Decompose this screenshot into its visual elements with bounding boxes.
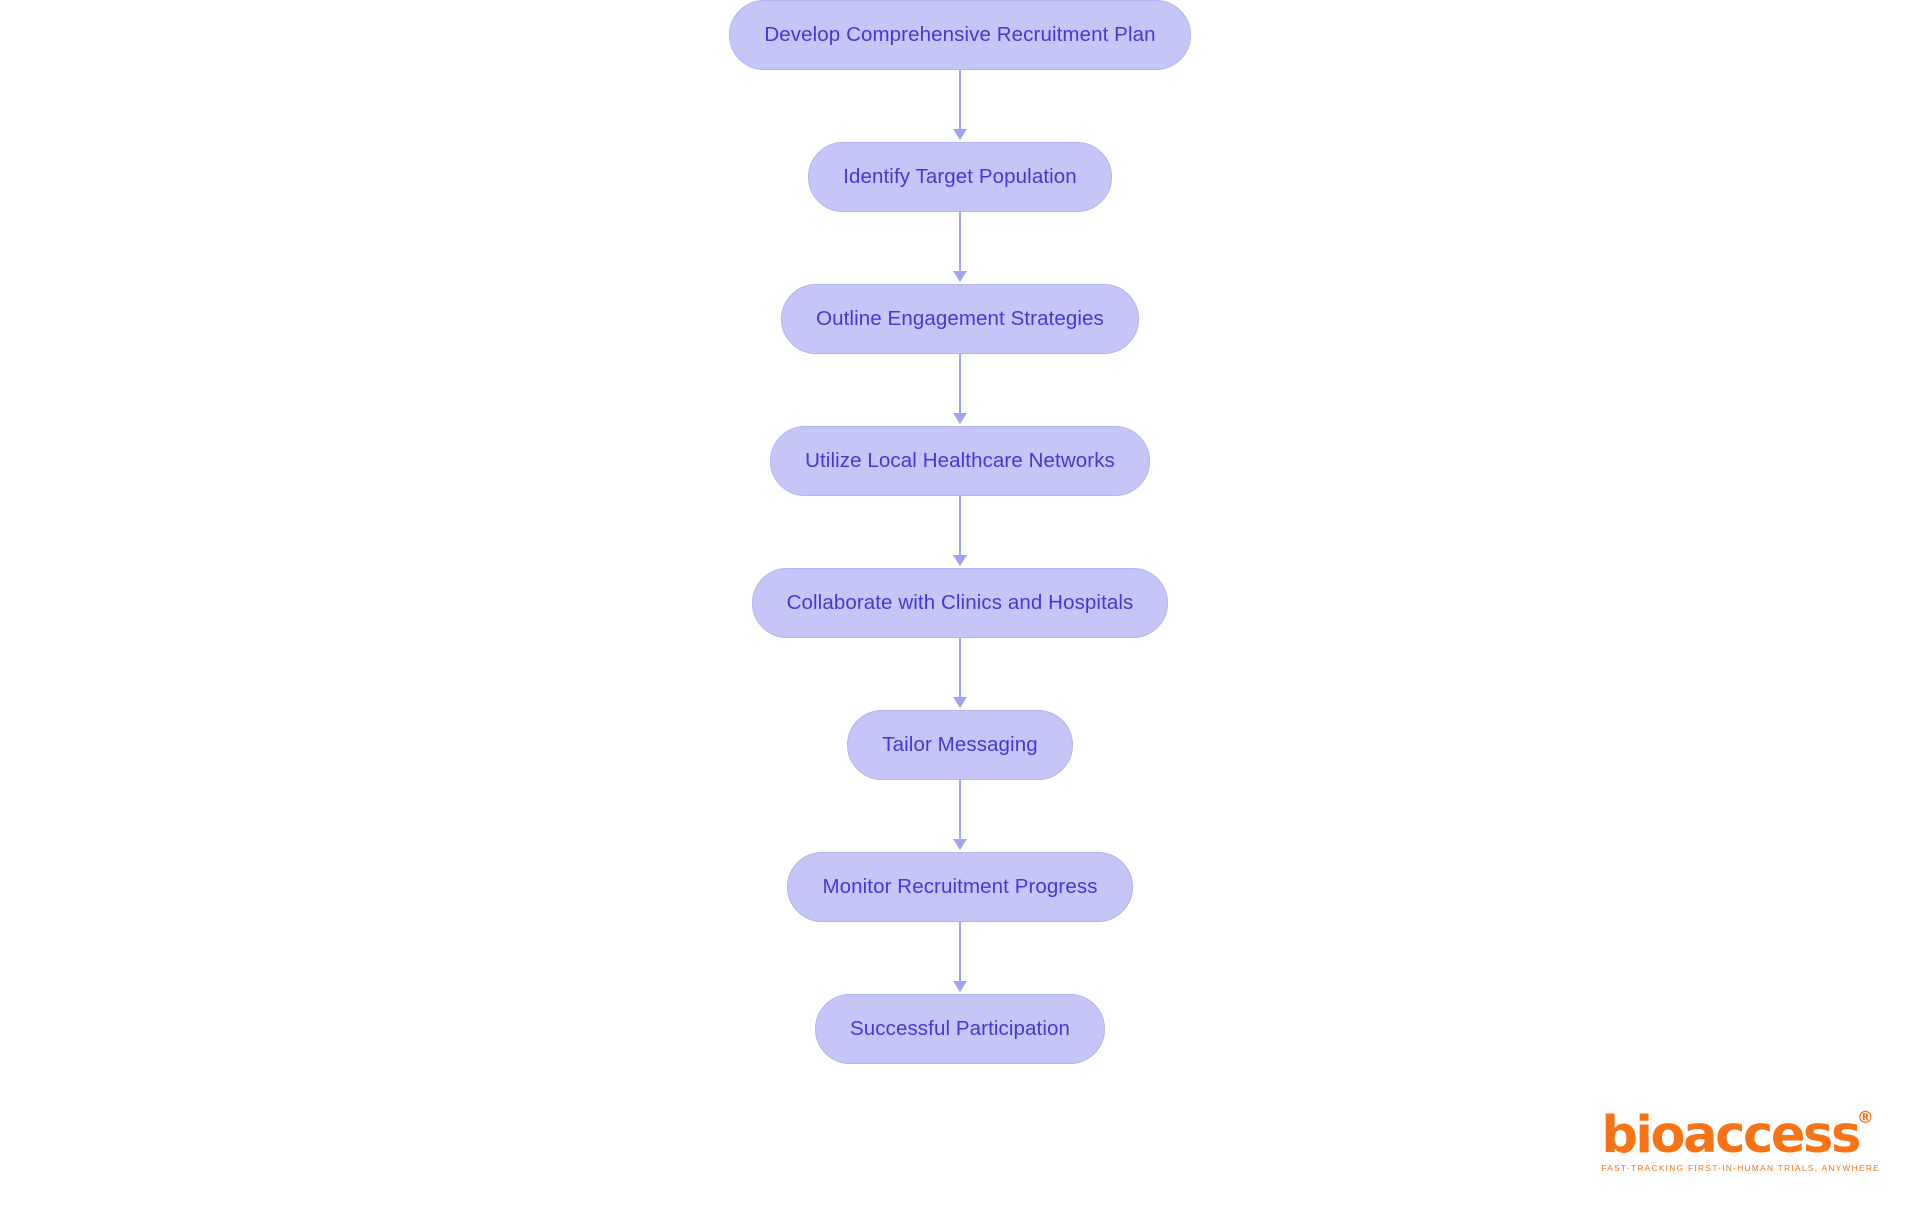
- flow-connector-arrow-1: [949, 70, 971, 142]
- flow-node-label: Identify Target Population: [843, 164, 1077, 188]
- arrowhead-down-icon: [953, 413, 967, 424]
- arrowhead-down-icon: [953, 555, 967, 566]
- bioaccess-tagline: FAST-TRACKING FIRST-IN-HUMAN TRIALS, ANY…: [1601, 1163, 1880, 1173]
- arrowhead-down-icon: [953, 129, 967, 140]
- arrowhead-down-icon: [953, 839, 967, 850]
- flow-node-collaborate-with-clinics-and-hospitals[interactable]: Collaborate with Clinics and Hospitals: [751, 568, 1169, 638]
- bioaccess-wordmark: bioaccess ®: [1601, 1109, 1874, 1161]
- connector-line: [959, 70, 961, 132]
- flow-node-label: Utilize Local Healthcare Networks: [805, 448, 1115, 472]
- flow-node-label: Collaborate with Clinics and Hospitals: [786, 590, 1134, 614]
- connector-line: [959, 638, 961, 700]
- flow-node-tailor-messaging[interactable]: Tailor Messaging: [847, 710, 1073, 780]
- connector-line: [959, 212, 961, 274]
- flow-connector-arrow-7: [949, 922, 971, 994]
- flow-node-monitor-recruitment-progress[interactable]: Monitor Recruitment Progress: [787, 852, 1133, 922]
- connector-line: [959, 354, 961, 416]
- arrowhead-down-icon: [953, 271, 967, 282]
- flow-connector-arrow-6: [949, 780, 971, 852]
- bioaccess-wordmark-text: bioaccess: [1601, 1105, 1861, 1165]
- flow-node-label: Tailor Messaging: [882, 732, 1038, 756]
- flow-node-develop-comprehensive-recruitment-plan[interactable]: Develop Comprehensive Recruitment Plan: [729, 0, 1191, 70]
- flow-node-label: Successful Participation: [849, 1016, 1071, 1040]
- flow-node-label: Monitor Recruitment Progress: [822, 874, 1098, 898]
- flow-connector-arrow-2: [949, 212, 971, 284]
- flow-node-utilize-local-healthcare-networks[interactable]: Utilize Local Healthcare Networks: [770, 426, 1150, 496]
- flow-node-label: Develop Comprehensive Recruitment Plan: [764, 22, 1156, 46]
- flow-connector-arrow-5: [949, 638, 971, 710]
- arrowhead-down-icon: [953, 981, 967, 992]
- bioaccess-logo: bioaccess ® FAST-TRACKING FIRST-IN-HUMAN…: [1601, 1109, 1880, 1173]
- flow-connector-arrow-3: [949, 354, 971, 426]
- connector-line: [959, 780, 961, 842]
- connector-line: [959, 922, 961, 984]
- arrowhead-down-icon: [953, 697, 967, 708]
- flowchart-node-column: Develop Comprehensive Recruitment Plan I…: [729, 0, 1191, 1064]
- flow-node-label: Outline Engagement Strategies: [816, 306, 1104, 330]
- connector-line: [959, 496, 961, 558]
- flow-node-successful-participation[interactable]: Successful Participation: [814, 994, 1106, 1064]
- flow-node-identify-target-population[interactable]: Identify Target Population: [808, 142, 1112, 212]
- flow-node-outline-engagement-strategies[interactable]: Outline Engagement Strategies: [781, 284, 1139, 354]
- flow-connector-arrow-4: [949, 496, 971, 568]
- registered-trademark-icon: ®: [1856, 1107, 1874, 1128]
